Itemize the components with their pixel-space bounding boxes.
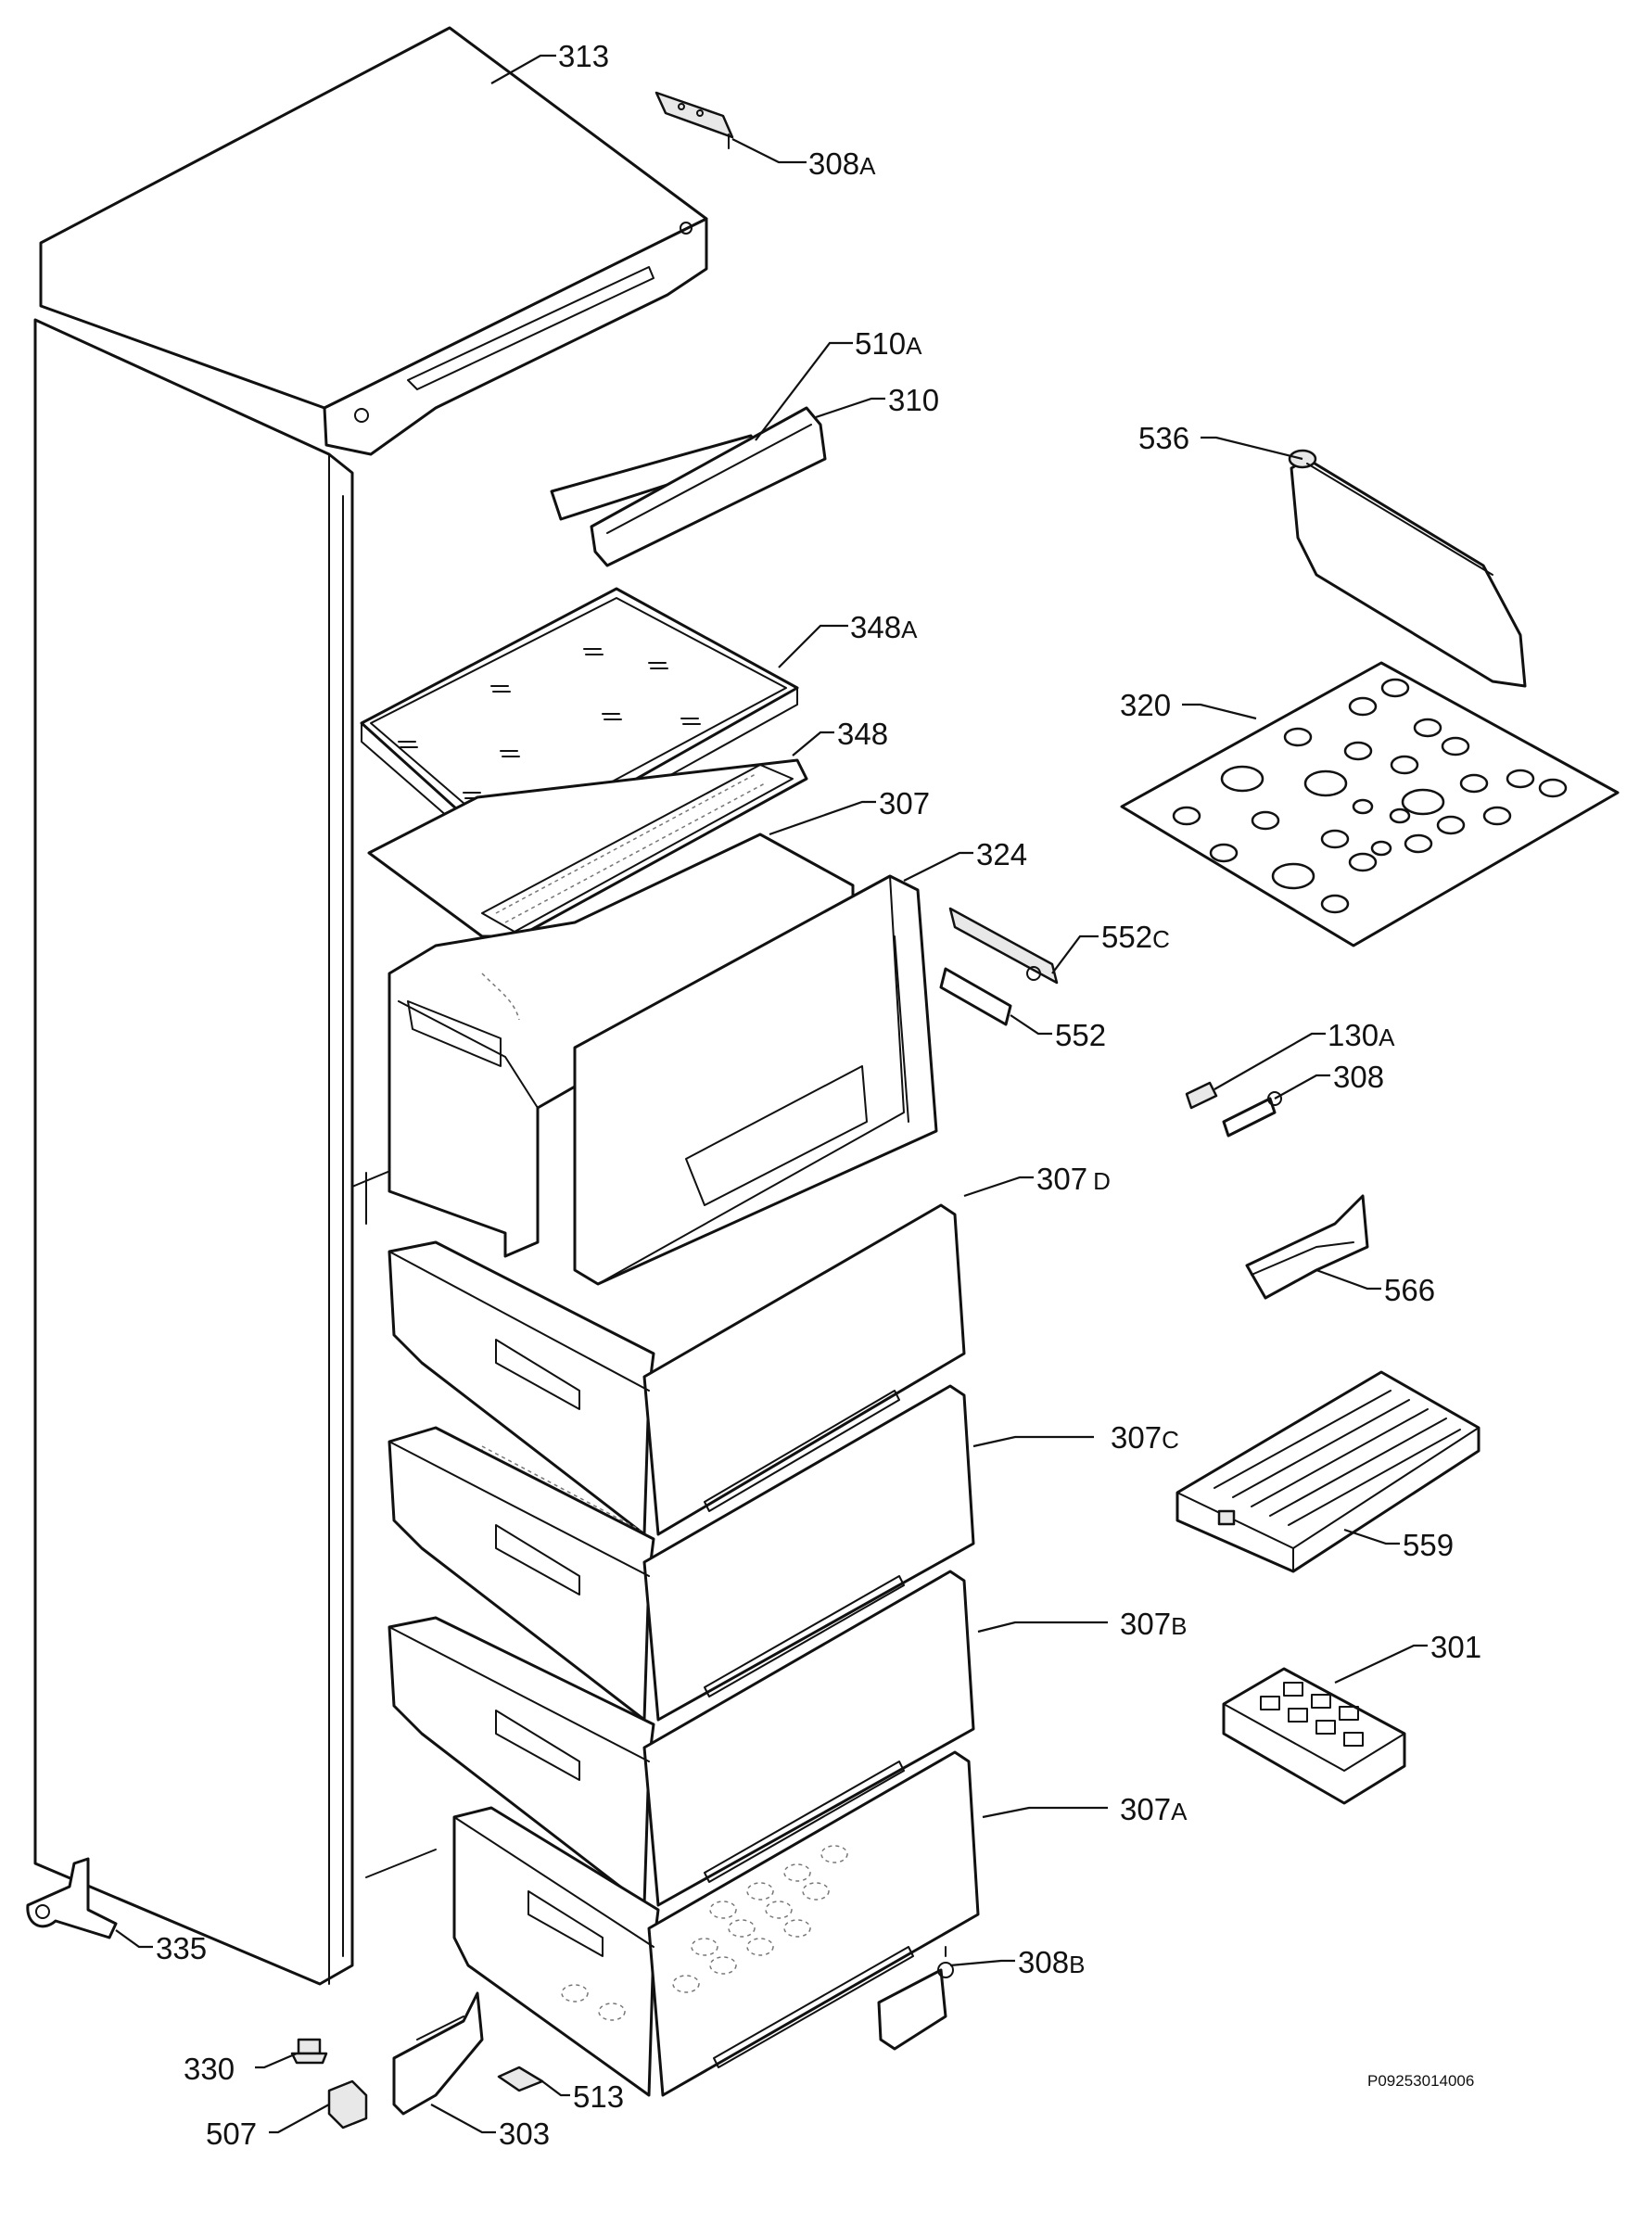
leader-510a xyxy=(755,341,853,441)
callout-348a: 348A xyxy=(850,610,918,644)
callout-324: 324 xyxy=(976,837,1027,871)
leader-307b xyxy=(977,1621,1108,1634)
callout-303: 303 xyxy=(499,2117,550,2151)
part-rail-552c xyxy=(948,907,1059,985)
part-rail-552 xyxy=(939,967,1012,1026)
leader-301 xyxy=(1334,1644,1428,1684)
callout-310: 310 xyxy=(888,383,939,417)
callout-552c: 552C xyxy=(1101,920,1170,954)
leader-307a xyxy=(982,1806,1108,1819)
part-hinge-308a xyxy=(654,91,734,149)
leader-307 xyxy=(769,800,876,836)
callout-348: 348 xyxy=(837,717,888,751)
part-bracket-130a xyxy=(1185,1081,1218,1110)
leader-513 xyxy=(541,2080,570,2097)
reference-code: P09253014006 xyxy=(1367,2072,1474,2090)
callout-330: 330 xyxy=(184,2052,235,2086)
part-drawer-307a xyxy=(452,1750,980,2097)
leader-303 xyxy=(430,2104,496,2134)
callout-320: 320 xyxy=(1120,688,1171,722)
part-drawer-307b xyxy=(388,1570,975,1907)
leader-348 xyxy=(792,731,834,756)
part-cabinet xyxy=(33,318,437,1986)
callout-307c: 307C xyxy=(1111,1420,1179,1455)
callout-513: 513 xyxy=(573,2079,624,2114)
leader-320 xyxy=(1182,703,1257,720)
leader-330 xyxy=(255,2052,298,2069)
leader-566 xyxy=(1315,1268,1381,1290)
part-screw-330 xyxy=(290,2038,328,2065)
callout-308b: 308B xyxy=(1018,1945,1085,1979)
leader-559 xyxy=(1343,1528,1400,1545)
leader-313 xyxy=(490,54,556,84)
part-top-cover xyxy=(39,26,708,456)
parts-layer xyxy=(26,26,1620,2130)
leader-308 xyxy=(1274,1074,1330,1100)
callout-566: 566 xyxy=(1384,1273,1435,1307)
leader-308b xyxy=(949,1959,1015,1967)
part-drawer-307d xyxy=(388,1203,966,1541)
callout-335: 335 xyxy=(156,1931,207,1965)
part-ice-box-559 xyxy=(1175,1370,1480,1573)
part-handle-310 xyxy=(590,406,827,567)
leader-lines xyxy=(115,54,1428,2134)
leader-335 xyxy=(115,1929,153,1949)
part-foot-335 xyxy=(26,1857,118,1939)
part-perforated-shelf-320 xyxy=(1120,661,1620,947)
leader-324 xyxy=(903,851,973,882)
callout-301: 301 xyxy=(1430,1630,1481,1664)
part-ice-tray-301 xyxy=(1222,1667,1406,1805)
part-hinge-308b xyxy=(877,1946,954,2051)
leader-552c xyxy=(1051,934,1099,974)
part-drawer-307c xyxy=(388,1384,975,1722)
part-clip-507 xyxy=(327,2079,368,2130)
leader-552 xyxy=(1010,1014,1052,1036)
leader-310 xyxy=(815,397,885,419)
leader-308a xyxy=(731,138,807,164)
part-hinge-308 xyxy=(1222,1091,1282,1138)
part-divider-536 xyxy=(1288,449,1527,688)
leader-348a xyxy=(778,624,848,668)
callout-308: 308 xyxy=(1333,1060,1384,1094)
leader-507 xyxy=(269,2104,330,2134)
callout-536: 536 xyxy=(1138,421,1189,455)
part-cover-513 xyxy=(497,2066,544,2092)
callout-307: 307 xyxy=(879,786,930,820)
callout-559: 559 xyxy=(1403,1528,1454,1562)
part-scraper-566 xyxy=(1245,1194,1369,1300)
callout-130a: 130A xyxy=(1328,1018,1395,1052)
callout-307a: 307A xyxy=(1120,1792,1188,1826)
leader-536 xyxy=(1201,436,1303,461)
part-frame-348 xyxy=(367,758,808,938)
callout-510a: 510A xyxy=(855,326,922,361)
leader-130a xyxy=(1214,1032,1326,1090)
callout-307b: 307B xyxy=(1120,1607,1187,1641)
part-kickplate-303 xyxy=(392,1991,484,2116)
leader-307c xyxy=(972,1435,1094,1448)
callout-507: 507 xyxy=(206,2117,257,2151)
part-drawer-front-324 xyxy=(573,874,938,1286)
callout-labels: 313 308A 510A 310 536 348A 320 348 307 3… xyxy=(156,39,1481,2151)
callout-552: 552 xyxy=(1055,1018,1106,1052)
callout-313: 313 xyxy=(558,39,609,73)
leader-307d xyxy=(963,1176,1034,1198)
callout-308a: 308A xyxy=(808,146,876,181)
